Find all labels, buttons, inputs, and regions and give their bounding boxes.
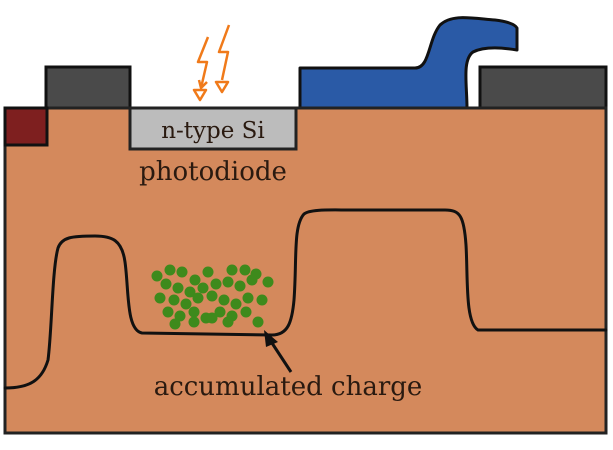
charge-particle xyxy=(202,266,214,278)
charge-particle xyxy=(197,282,209,294)
photodiode-label: photodiode xyxy=(139,157,287,187)
charge-particle xyxy=(189,274,201,286)
charge-particle xyxy=(222,316,234,328)
potential-well-curve xyxy=(3,208,608,390)
lightning-bolt-icon xyxy=(192,24,231,102)
charge-particle xyxy=(242,292,254,304)
substrate-contact xyxy=(3,106,49,147)
n-type-region xyxy=(128,106,298,151)
metal-interconnect-wire xyxy=(298,16,519,110)
charge-particle xyxy=(234,280,246,292)
charge-particle xyxy=(168,294,180,306)
charge-particle xyxy=(176,266,188,278)
charge-particle xyxy=(230,298,242,310)
charge-particle xyxy=(180,298,192,310)
charge-particle xyxy=(188,316,200,328)
charge-particle xyxy=(214,306,226,318)
pointer-arrow xyxy=(264,330,293,373)
charge-particle xyxy=(239,264,251,276)
charge-particle xyxy=(222,276,234,288)
right-gate-electrode xyxy=(478,65,608,111)
accumulated-charge-label: accumulated charge xyxy=(154,372,423,402)
charge-particle xyxy=(188,306,200,318)
charge-particle xyxy=(184,286,196,298)
charge-particle xyxy=(252,316,264,328)
charge-particle xyxy=(226,264,238,276)
charge-particle xyxy=(218,294,230,306)
charge-particle xyxy=(206,290,218,302)
charge-particle xyxy=(160,278,172,290)
charge-particle xyxy=(169,318,181,330)
charge-cluster xyxy=(151,264,274,330)
left-gate-electrode xyxy=(44,65,132,111)
charge-particle xyxy=(246,274,258,286)
charge-particle xyxy=(240,306,252,318)
charge-particle xyxy=(172,282,184,294)
charge-particle xyxy=(154,292,166,304)
charge-particle xyxy=(174,310,186,322)
silicon-substrate xyxy=(3,106,608,435)
charge-particle xyxy=(210,278,222,290)
charge-particle xyxy=(206,312,218,324)
charge-particle xyxy=(256,294,268,306)
charge-particle xyxy=(262,276,274,288)
charge-particle xyxy=(162,306,174,318)
n-type-region-label: n-type Si xyxy=(161,118,265,144)
charge-particle xyxy=(164,264,176,276)
charge-particle xyxy=(192,292,204,304)
charge-particle xyxy=(151,270,163,282)
